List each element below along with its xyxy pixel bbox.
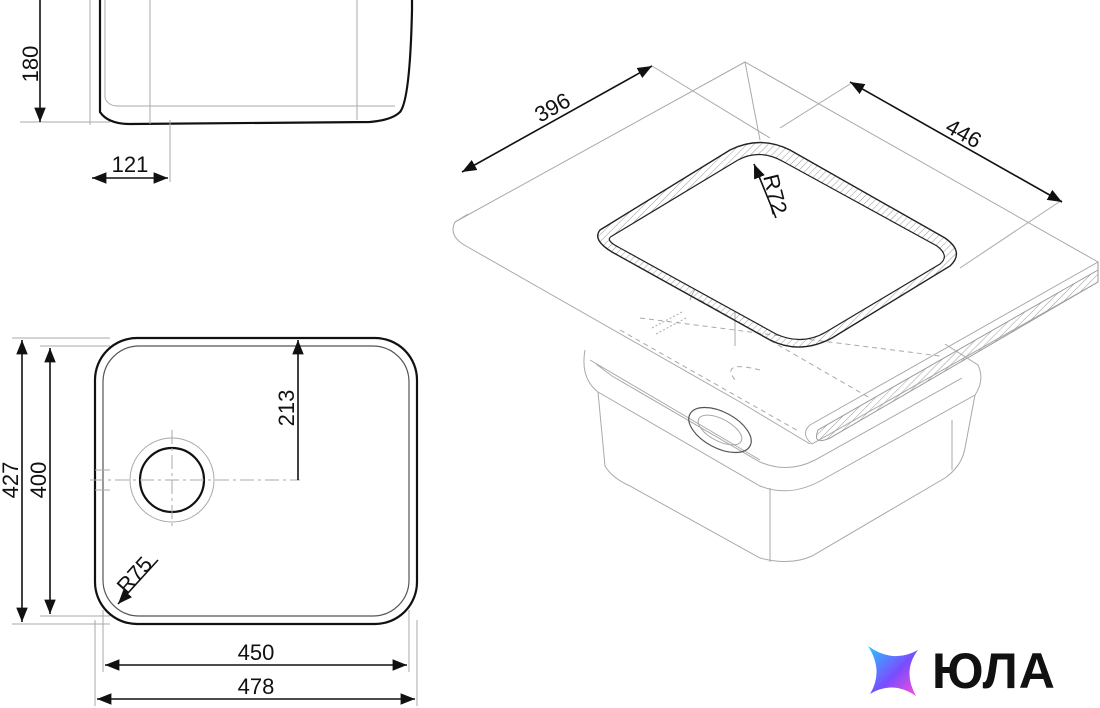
countertop bbox=[452, 61, 1100, 445]
side-offset-label: 121 bbox=[112, 152, 149, 177]
inner-height-label: 400 bbox=[26, 462, 51, 499]
cutout-depth-dimension-line bbox=[461, 65, 653, 173]
outer-width-label: 478 bbox=[238, 674, 275, 699]
brand-star-icon bbox=[868, 646, 918, 696]
drain-offset-label: 213 bbox=[274, 390, 299, 427]
corner-radius-leader bbox=[117, 559, 159, 605]
cutout-radius-leader bbox=[753, 163, 777, 219]
iso-drain bbox=[688, 406, 752, 454]
sink-basin bbox=[583, 343, 982, 562]
outer-height-label: 427 bbox=[0, 462, 23, 499]
isometric-view: 396 446 R72 bbox=[452, 61, 1100, 562]
sink-outer-rim bbox=[93, 336, 419, 626]
inner-width-label: 450 bbox=[238, 640, 275, 665]
sink-inner-rim bbox=[102, 345, 410, 617]
depth-label: 180 bbox=[18, 46, 43, 83]
cutout-width-dimension-line bbox=[849, 81, 1063, 203]
side-view: 180 121 bbox=[18, 0, 414, 184]
cutout-depth-label: 396 bbox=[530, 88, 574, 128]
brand-logo: ЮЛА bbox=[862, 640, 1097, 708]
plan-view: 213 427 400 R75 450 478 bbox=[0, 336, 419, 706]
brand-name: ЮЛА bbox=[932, 643, 1056, 699]
cutout-width-label: 446 bbox=[942, 114, 986, 154]
corner-radius-label: R75 bbox=[112, 552, 158, 599]
